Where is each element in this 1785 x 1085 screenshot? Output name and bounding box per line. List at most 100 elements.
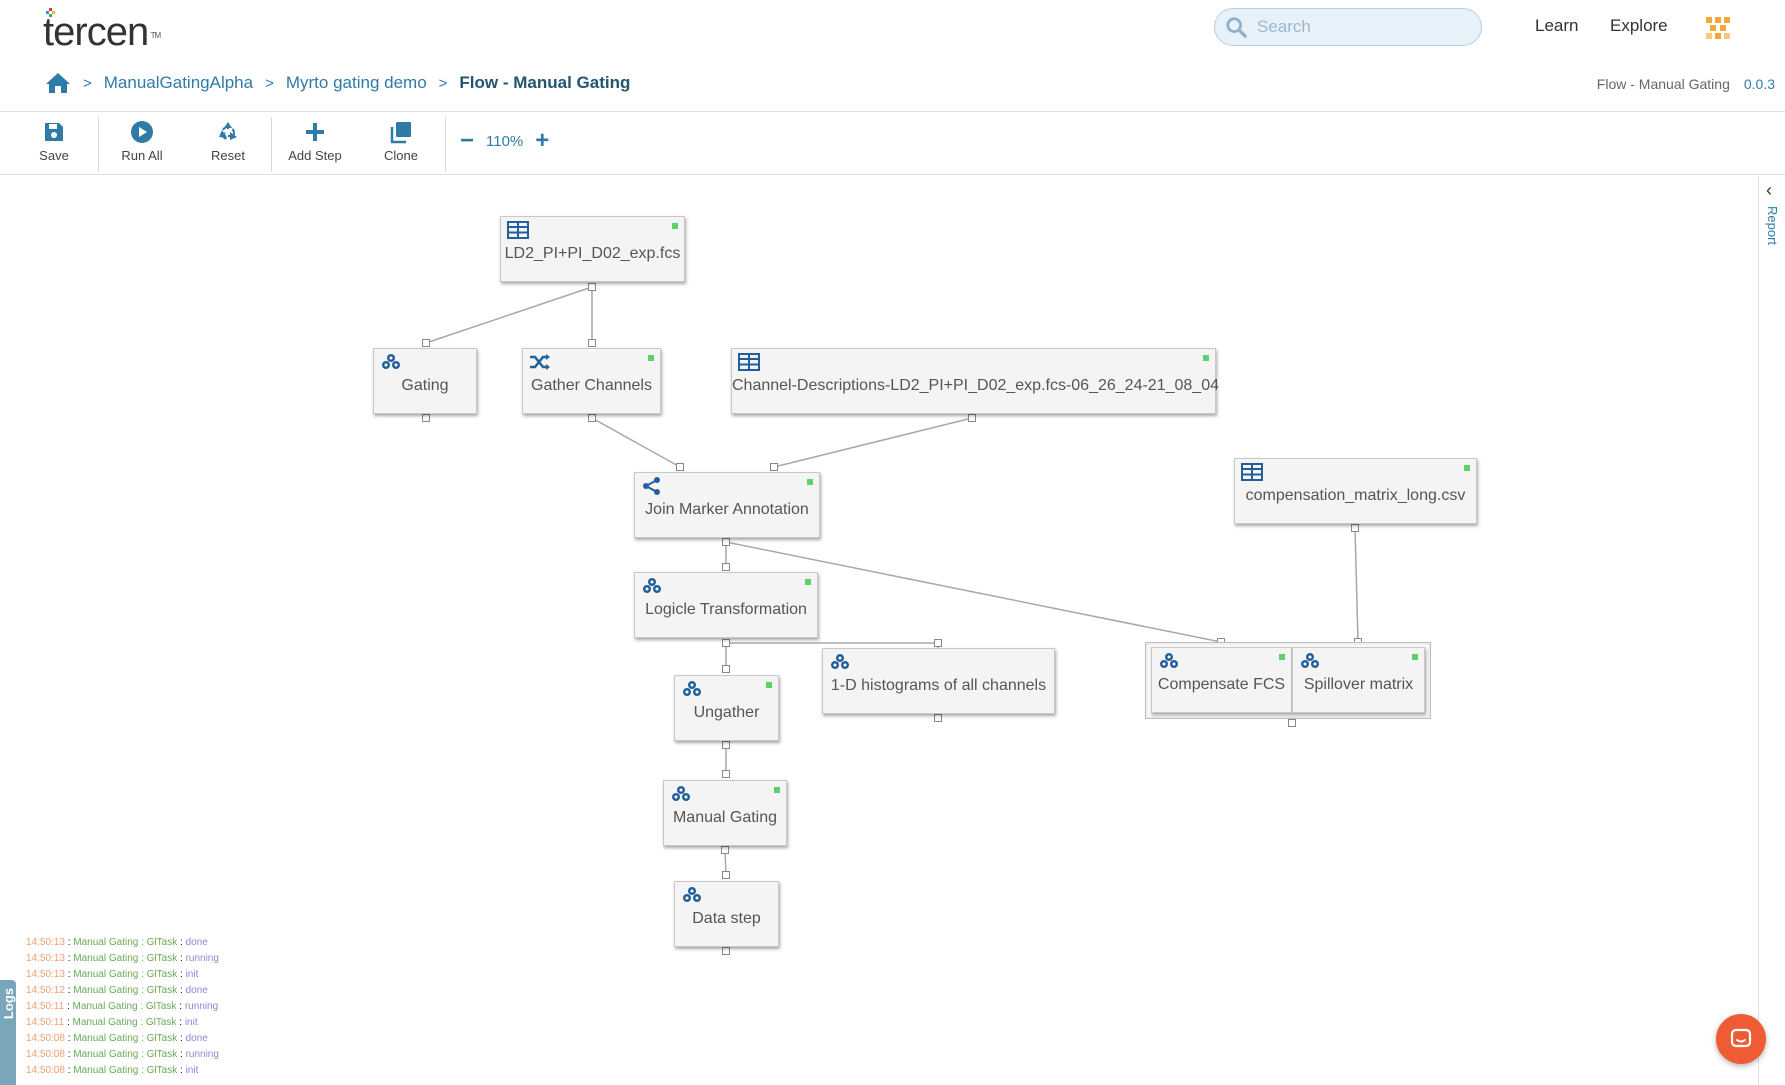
workflow-canvas[interactable]: LD2_PI+PI_D02_exp.fcs Gating Gather Chan…: [0, 176, 1758, 1085]
node-port[interactable]: [722, 770, 730, 778]
reset-label: Reset: [211, 148, 245, 163]
nav-explore[interactable]: Explore: [1610, 16, 1668, 35]
node-port[interactable]: [722, 871, 730, 879]
status-indicator: [805, 579, 811, 585]
node-logicle-transformation[interactable]: Logicle Transformation: [634, 572, 818, 638]
workflow-title: Flow - Manual Gating: [1596, 76, 1730, 92]
operator-icon: [683, 681, 701, 696]
node-label: 1-D histograms of all channels: [830, 677, 1047, 694]
node-spillover-matrix[interactable]: Spillover matrix: [1292, 647, 1425, 713]
node-label: Logicle Transformation: [645, 601, 807, 618]
zoom-out-button[interactable]: −: [460, 127, 475, 154]
operator-icon: [831, 654, 849, 669]
node-port[interactable]: [722, 665, 730, 673]
add-step-button[interactable]: Add Step: [272, 120, 358, 163]
node-data-step[interactable]: Data step: [674, 881, 779, 947]
save-icon: [45, 123, 63, 141]
log-line: 14:50:11 : Manual Gating : GlTask : runn…: [26, 1001, 219, 1012]
node-gating[interactable]: Gating: [373, 348, 477, 414]
node-port[interactable]: [422, 414, 430, 422]
status-indicator: [648, 355, 654, 361]
node-label: Data step: [692, 910, 761, 927]
chat-launcher-button[interactable]: [1716, 1014, 1766, 1064]
logs-toggle[interactable]: Logs: [0, 980, 16, 1085]
user-avatar-icon[interactable]: [1703, 14, 1733, 44]
chevron-left-icon[interactable]: ‹: [1766, 180, 1772, 200]
status-indicator: [1412, 654, 1418, 660]
node-channel-descriptions[interactable]: Channel-Descriptions-LD2_PI+PI_D02_exp.f…: [731, 348, 1219, 414]
node-compensation-matrix[interactable]: compensation_matrix_long.csv: [1234, 458, 1477, 524]
reset-button[interactable]: Reset: [185, 120, 271, 163]
home-icon[interactable]: [45, 72, 71, 94]
status-indicator: [1203, 355, 1209, 361]
status-indicator: [1279, 654, 1285, 660]
workflow-version[interactable]: 0.0.3: [1743, 76, 1775, 92]
node-port[interactable]: [722, 538, 730, 546]
log-line: 14:50:08 : Manual Gating : GlTask : init: [26, 1065, 199, 1076]
node-ungather[interactable]: Ungather: [674, 675, 779, 741]
node-port[interactable]: [722, 947, 730, 955]
tercen-logo[interactable]: tercen TM: [43, 8, 161, 54]
breadcrumb-current: Flow - Manual Gating: [459, 73, 631, 92]
node-port[interactable]: [934, 714, 942, 722]
clone-button[interactable]: Clone: [358, 120, 444, 163]
node-fcs-table[interactable]: LD2_PI+PI_D02_exp.fcs: [500, 216, 685, 282]
breadcrumb-project[interactable]: Myrto gating demo: [285, 73, 427, 92]
node-port[interactable]: [422, 339, 430, 347]
workflow-info: Flow - Manual Gating 0.0.3: [1597, 76, 1775, 92]
run-all-button[interactable]: Run All: [99, 120, 185, 163]
node-port[interactable]: [588, 339, 596, 347]
node-port[interactable]: [1288, 719, 1296, 727]
zoom-level: 110%: [486, 132, 524, 150]
save-button[interactable]: Save: [11, 120, 97, 163]
report-panel-toggle[interactable]: ‹ Report: [1758, 176, 1785, 1085]
breadcrumb-team[interactable]: ManualGatingAlpha: [103, 73, 254, 92]
search-input[interactable]: [1255, 16, 1469, 38]
plus-icon: [306, 123, 324, 141]
log-line: 14:50:13 : Manual Gating : GlTask : done: [26, 937, 208, 948]
node-port[interactable]: [676, 463, 684, 471]
report-label[interactable]: Report: [1765, 206, 1780, 246]
log-list: 14:50:13 : Manual Gating : GlTask : done…: [26, 935, 219, 1079]
breadcrumb-separator: >: [83, 74, 92, 92]
node-histograms[interactable]: 1-D histograms of all channels: [822, 648, 1055, 714]
search-box[interactable]: [1214, 8, 1482, 46]
node-port[interactable]: [588, 283, 596, 291]
breadcrumb: > ManualGatingAlpha > Myrto gating demo …: [45, 72, 630, 94]
node-label: Channel-Descriptions-LD2_PI+PI_D02_exp.f…: [732, 377, 1219, 394]
node-label: compensation_matrix_long.csv: [1245, 487, 1466, 504]
node-port[interactable]: [934, 639, 942, 647]
node-label: Spillover matrix: [1303, 676, 1414, 693]
breadcrumb-separator: >: [438, 74, 448, 92]
node-label: Join Marker Annotation: [645, 501, 809, 518]
run-all-label: Run All: [121, 148, 163, 163]
zoom-in-button[interactable]: +: [535, 127, 550, 154]
save-label: Save: [39, 148, 69, 163]
node-port[interactable]: [721, 846, 729, 854]
node-port[interactable]: [722, 741, 730, 749]
toolbar-divider: [445, 117, 446, 172]
table-icon: [738, 353, 760, 371]
node-label: Ungather: [693, 704, 760, 721]
nav-learn[interactable]: Learn: [1535, 16, 1579, 35]
node-port[interactable]: [770, 463, 778, 471]
node-port[interactable]: [1351, 524, 1359, 532]
toolbar-divider: [271, 117, 272, 172]
table-icon: [1241, 463, 1263, 481]
node-port[interactable]: [968, 414, 976, 422]
node-manual-gating[interactable]: Manual Gating: [663, 780, 787, 846]
operator-icon: [382, 354, 400, 369]
node-port[interactable]: [722, 563, 730, 571]
workflow-toolbar: Save Run All Reset Add Step Clone: [0, 111, 1785, 175]
log-line: 14:50:13 : Manual Gating : GlTask : init: [26, 969, 199, 980]
chat-icon: [1730, 1028, 1752, 1048]
node-compensate-fcs[interactable]: Compensate FCS: [1151, 647, 1292, 713]
workflow-edges: [425, 286, 1359, 876]
status-indicator: [807, 479, 813, 485]
node-join-marker-annotation[interactable]: Join Marker Annotation: [634, 472, 820, 538]
node-gather-channels[interactable]: Gather Channels: [522, 348, 661, 414]
node-port[interactable]: [588, 414, 596, 422]
logs-label: Logs: [1, 988, 16, 1020]
operator-icon: [672, 786, 690, 801]
node-port[interactable]: [722, 639, 730, 647]
